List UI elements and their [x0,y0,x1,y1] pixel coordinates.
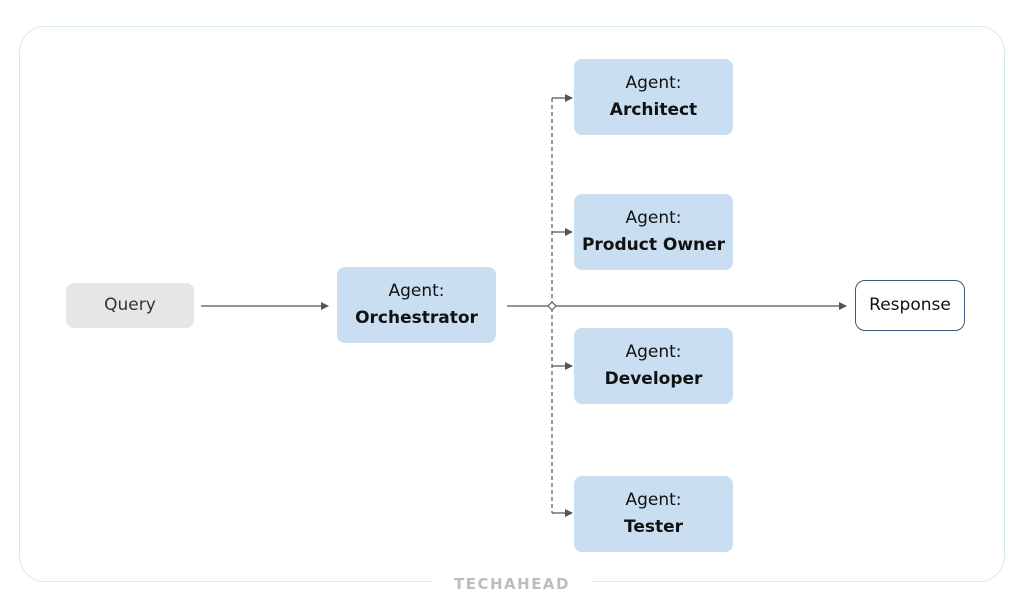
orchestrator-agent-node: Agent: Orchestrator [337,267,496,343]
architect-agent-node: Agent: Architect [574,59,733,135]
developer-role: Developer [604,369,703,389]
developer-prefix: Agent: [625,342,682,362]
query-node: Query [66,283,194,328]
response-label: Response [869,295,951,315]
architect-prefix: Agent: [625,73,682,93]
orchestrator-role: Orchestrator [355,308,478,328]
developer-agent-node: Agent: Developer [574,328,733,404]
tester-agent-node: Agent: Tester [574,476,733,552]
tester-prefix: Agent: [625,490,682,510]
tester-role: Tester [623,517,684,537]
architect-role: Architect [609,100,698,120]
product-owner-role: Product Owner [581,235,726,255]
brand-watermark: TECHAHEAD [432,573,592,595]
product-owner-prefix: Agent: [625,208,682,228]
query-label: Query [104,295,156,315]
response-node: Response [855,280,965,331]
product-owner-agent-node: Agent: Product Owner [574,194,733,270]
junction-diamond [547,301,557,311]
orchestrator-prefix: Agent: [388,281,445,301]
